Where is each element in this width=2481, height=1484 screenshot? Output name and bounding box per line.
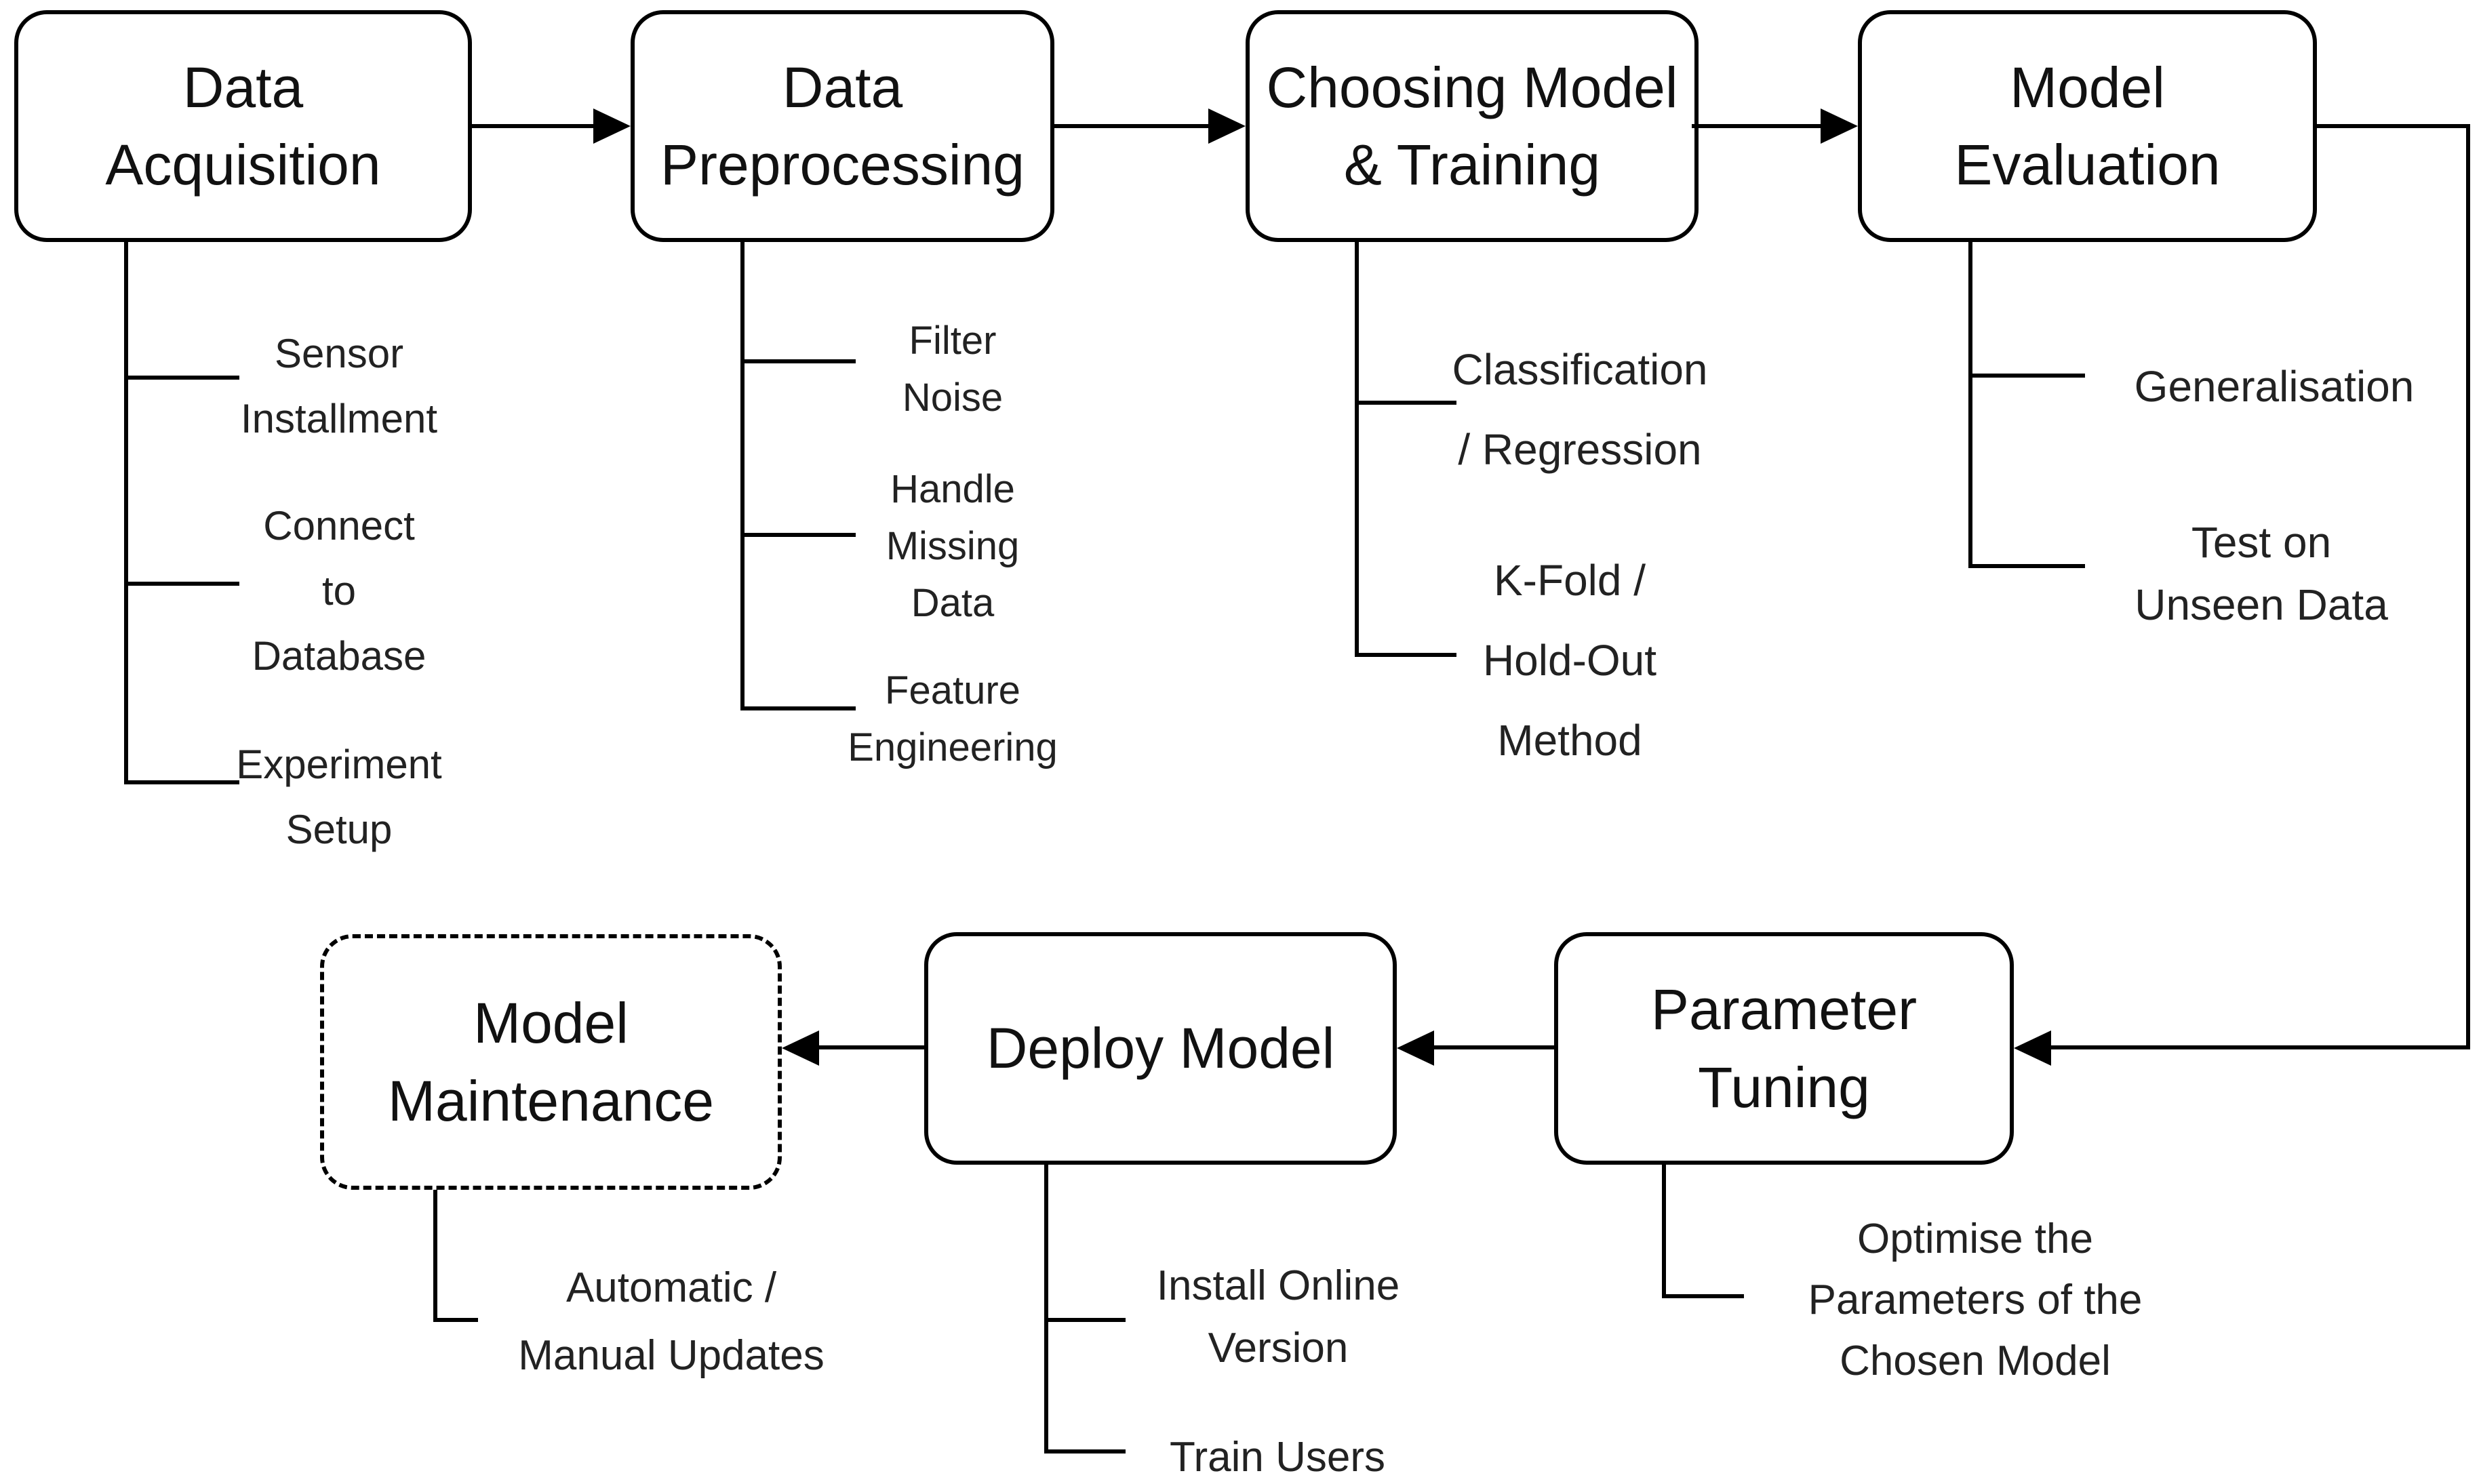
subitem-feature-engineering: Feature Engineering	[848, 662, 1058, 776]
arrowhead-right-icon	[1821, 108, 1858, 144]
node-title-line: Tuning	[1698, 1055, 1870, 1119]
node-title-line: Evaluation	[1954, 133, 2221, 197]
subitem-line: Database	[252, 633, 426, 679]
subitem-line: Installment	[240, 396, 438, 441]
tick-connect-to-database	[124, 582, 239, 586]
subitem-connect-to-database: Connect to Database	[252, 494, 426, 689]
node-title-line: Data	[782, 55, 903, 119]
arrow-line-preprocessing-to-choosing	[1054, 124, 1208, 128]
arrow-line-acquisition-to-preprocessing	[472, 124, 597, 128]
node-title-line: Model	[473, 991, 629, 1056]
subitem-line: Engineering	[848, 725, 1058, 769]
node-title-line: Model	[2010, 55, 2165, 119]
subitem-filter-noise: Filter Noise	[902, 313, 1003, 426]
subitem-line: Generalisation	[2134, 362, 2415, 411]
subitem-line: Feature	[885, 668, 1020, 713]
subitem-line: Experiment	[236, 742, 442, 787]
subitem-classification-regression: Classification / Regression	[1452, 329, 1707, 489]
node-parameter-tuning: Parameter Tuning	[1554, 932, 2014, 1165]
node-deploy-model: Deploy Model	[924, 932, 1397, 1165]
node-title-line: Maintenance	[388, 1068, 714, 1133]
subitem-line: Automatic /	[565, 1264, 777, 1311]
subitem-line: Setup	[285, 807, 393, 852]
connector-to-parameter-tuning-segment	[2051, 1045, 2470, 1049]
node-title-line: Acquisition	[105, 133, 381, 197]
connector-evaluation-right-segment	[2317, 124, 2470, 128]
arrowhead-left-icon	[2014, 1030, 2051, 1066]
subitem-install-online-version: Install Online Version	[1157, 1255, 1400, 1380]
subitem-line: Test on	[2191, 518, 2332, 567]
subitem-line: Connect	[263, 503, 415, 548]
subitem-generalisation: Generalisation	[2135, 355, 2415, 418]
subitem-line: Unseen Data	[2135, 580, 2388, 629]
tick-filter-noise	[740, 359, 856, 363]
subitem-line: Sensor	[274, 331, 404, 376]
tick-kfold-holdout	[1355, 653, 1456, 657]
tick-train-users	[1044, 1449, 1126, 1453]
subitem-line: Filter	[909, 319, 997, 363]
tick-generalisation	[1968, 374, 2085, 378]
subitem-line: Hold-Out	[1482, 636, 1657, 685]
stem-model-evaluation	[1968, 242, 1972, 568]
stem-model-maintenance	[433, 1190, 437, 1322]
tick-test-on-unseen-data	[1968, 564, 2085, 568]
subitem-line: Manual Updates	[518, 1332, 825, 1379]
stem-choosing-model	[1355, 242, 1359, 657]
subitem-line: Method	[1497, 716, 1642, 765]
tick-optimise-parameters	[1662, 1294, 1744, 1298]
tick-classification-regression	[1355, 401, 1456, 405]
tick-experiment-setup	[124, 780, 239, 784]
subitem-line: Noise	[902, 376, 1004, 420]
node-title-line: Parameter	[1650, 978, 1918, 1042]
subitem-line: to	[321, 568, 357, 614]
node-title-line: Choosing Model	[1266, 55, 1678, 119]
stem-data-acquisition	[124, 242, 128, 784]
tick-sensor-installment	[124, 376, 239, 380]
node-model-maintenance: Model Maintenance	[320, 934, 782, 1190]
arrowhead-right-icon	[1208, 108, 1246, 144]
tick-install-online-version	[1044, 1318, 1126, 1322]
node-model-evaluation: Model Evaluation	[1858, 10, 2317, 242]
subitem-line: Handle	[890, 467, 1015, 511]
subitem-line: Classification	[1452, 345, 1708, 394]
subitem-line: Missing	[886, 524, 1020, 568]
node-title-line: Preprocessing	[660, 133, 1025, 197]
subitem-sensor-installment: Sensor Installment	[241, 321, 437, 452]
subitem-line: Version	[1208, 1325, 1349, 1371]
subitem-line: Install Online	[1156, 1262, 1400, 1309]
node-title-line: & Training	[1343, 133, 1601, 197]
stem-deploy-model	[1044, 1165, 1048, 1453]
subitem-optimise-parameters: Optimise the Parameters of the Chosen Mo…	[1808, 1209, 2143, 1392]
subitem-line: Parameters of the	[1808, 1277, 2143, 1323]
subitem-experiment-setup: Experiment Setup	[236, 732, 441, 862]
connector-right-vertical-segment	[2466, 124, 2470, 1049]
subitem-line: Optimise the	[1857, 1216, 2094, 1262]
node-data-preprocessing: Data Preprocessing	[631, 10, 1054, 242]
arrow-line-choosing-to-evaluation	[1692, 124, 1822, 128]
arrow-line-deploy-to-maintenance	[819, 1045, 924, 1049]
subitem-handle-missing-data: Handle Missing Data	[886, 461, 1020, 632]
subitem-train-users: Train Users	[1170, 1426, 1385, 1484]
subitem-line: Train Users	[1169, 1434, 1386, 1481]
tick-automatic-manual-updates	[433, 1318, 478, 1322]
tick-feature-engineering	[740, 706, 856, 710]
arrowhead-left-icon	[1397, 1030, 1434, 1066]
node-title-line: Data	[182, 55, 304, 119]
subitem-line: Chosen Model	[1840, 1338, 2111, 1384]
node-choosing-model-training: Choosing Model & Training	[1246, 10, 1699, 242]
arrow-line-tuning-to-deploy	[1434, 1045, 1554, 1049]
node-title-line: Deploy Model	[986, 1016, 1335, 1081]
arrowhead-left-icon	[782, 1030, 819, 1066]
subitem-line: / Regression	[1458, 425, 1702, 474]
node-data-acquisition: Data Acquisition	[14, 10, 472, 242]
stem-parameter-tuning	[1662, 1165, 1666, 1298]
subitem-test-on-unseen-data: Test on Unseen Data	[2135, 511, 2388, 636]
stem-data-preprocessing	[740, 242, 745, 710]
arrowhead-right-icon	[593, 108, 631, 144]
subitem-automatic-manual-updates: Automatic / Manual Updates	[518, 1254, 825, 1390]
subitem-line: K-Fold /	[1493, 556, 1646, 605]
tick-handle-missing-data	[740, 533, 856, 537]
subitem-kfold-holdout-method: K-Fold / Hold-Out Method	[1483, 540, 1656, 780]
subitem-line: Data	[911, 581, 995, 625]
